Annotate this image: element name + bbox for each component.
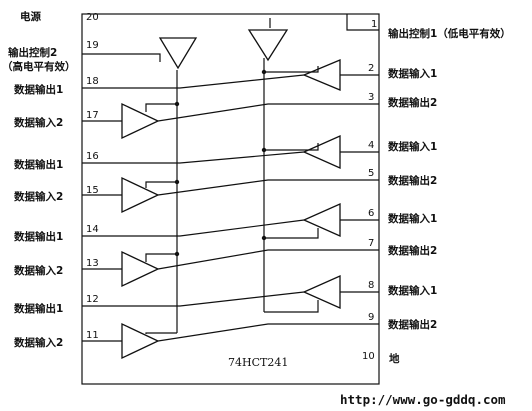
wire-pin3 — [157, 103, 379, 122]
label-out2-d: 数据输出2 — [387, 318, 437, 331]
node-l2 — [174, 179, 180, 185]
wire-pin16 — [82, 151, 305, 164]
pin-4: 4 — [368, 140, 374, 151]
en-right-4 — [264, 300, 319, 313]
en-right-3 — [264, 228, 319, 239]
ic-outline — [81, 13, 380, 385]
pin-5: 5 — [368, 168, 374, 179]
pin-18: 18 — [86, 76, 99, 87]
label-out2-b: 数据输出2 — [387, 174, 437, 187]
en-left-2 — [145, 181, 177, 188]
oe1-buffer — [247, 29, 289, 62]
pin-19: 19 — [86, 40, 99, 51]
label-out1-d: 数据输出1 — [13, 302, 63, 315]
label-in1-b: 数据输入1 — [387, 140, 437, 153]
label-out1-a: 数据输出1 — [13, 83, 63, 96]
node-r2 — [261, 147, 267, 153]
pin-17: 17 — [86, 110, 99, 121]
pin-20: 20 — [86, 12, 99, 23]
label-in1-c: 数据输入1 — [387, 212, 437, 225]
wire-pin18 — [82, 74, 305, 89]
pin-8: 8 — [368, 280, 374, 291]
buffer-left-1 — [121, 102, 160, 140]
pin-15: 15 — [86, 185, 99, 196]
wire-pin12 — [82, 291, 305, 307]
label-oe1: 输出控制1（低电平有效） — [388, 27, 511, 40]
label-oe2-line2: （高电平有效） — [2, 60, 76, 73]
oe2-buffer — [158, 37, 198, 70]
chip-name: 74HCT241 — [228, 356, 288, 369]
buffer-left-3 — [121, 250, 160, 288]
en-left-3 — [145, 253, 177, 262]
pin-6: 6 — [368, 208, 374, 219]
pin-11: 11 — [86, 330, 99, 341]
en-left-1 — [145, 103, 177, 112]
node-l1 — [174, 101, 180, 107]
pin-10: 10 — [362, 351, 375, 362]
buffer-right-2 — [302, 134, 341, 170]
node-r1 — [261, 69, 267, 75]
label-in2-a: 数据输入2 — [13, 116, 63, 129]
node-r3 — [261, 235, 267, 241]
pin-3: 3 — [368, 92, 374, 103]
buffer-right-4 — [302, 274, 341, 310]
label-in2-c: 数据输入2 — [13, 264, 63, 277]
label-out2-c: 数据输出2 — [387, 244, 437, 257]
label-gnd: 地 — [389, 352, 400, 365]
label-in1-a: 数据输入1 — [387, 67, 437, 80]
node-l3 — [174, 251, 180, 257]
en-left-4 — [145, 332, 177, 334]
wire-pin7 — [157, 249, 379, 270]
pin-12: 12 — [86, 294, 99, 305]
label-power: 电源 — [20, 10, 41, 23]
buffer-left-4 — [121, 322, 160, 360]
pin-16: 16 — [86, 151, 99, 162]
label-in2-d: 数据输入2 — [13, 336, 63, 349]
label-out1-c: 数据输出1 — [13, 230, 63, 243]
wire-pin14 — [82, 219, 305, 237]
pin1-stub — [346, 14, 379, 31]
buffer-left-2 — [121, 176, 160, 214]
pin-13: 13 — [86, 258, 99, 269]
buffer-right-3 — [302, 202, 341, 238]
wire-pin9 — [157, 323, 379, 342]
pin-2: 2 — [368, 63, 374, 74]
pin-1: 1 — [371, 19, 377, 30]
label-oe2-line1: 输出控制2 — [8, 46, 57, 59]
buffer-right-1 — [302, 59, 341, 91]
wire-pin5 — [157, 179, 379, 196]
source-url: http://www.go-gddq.com — [340, 392, 506, 407]
oe2-line — [82, 53, 161, 62]
en-right-2 — [264, 143, 319, 151]
label-in1-d: 数据输入1 — [387, 284, 437, 297]
label-out2-a: 数据输出2 — [387, 96, 437, 109]
pin-14: 14 — [86, 224, 99, 235]
label-in2-b: 数据输入2 — [13, 190, 63, 203]
pin-7: 7 — [368, 238, 374, 249]
label-out1-b: 数据输出1 — [13, 158, 63, 171]
en-right-1 — [264, 66, 319, 73]
pin-9: 9 — [368, 312, 374, 323]
